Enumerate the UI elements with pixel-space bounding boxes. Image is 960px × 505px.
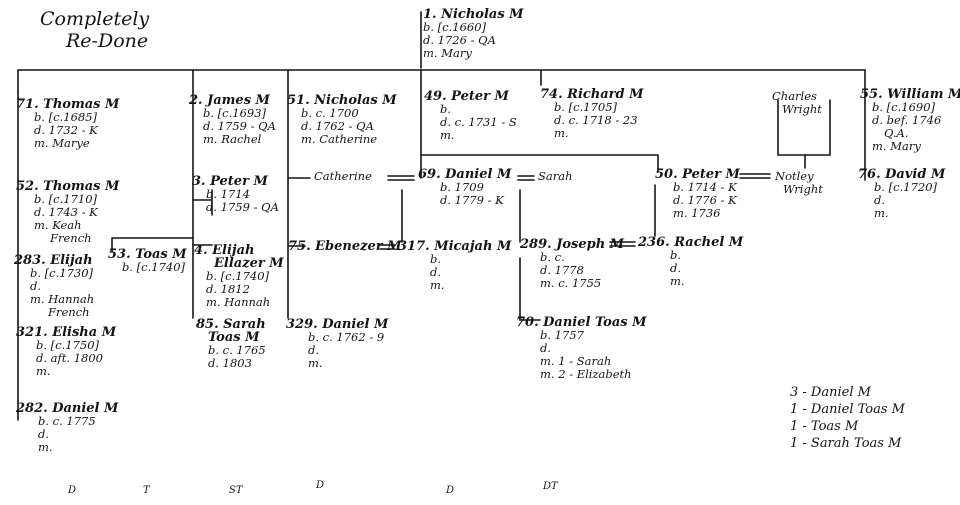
person-james-2: 2. James M b. [c.1693] d. 1759 - QA m. R… <box>189 93 276 146</box>
person-sarah-spouse: Sarah <box>538 169 573 183</box>
marriage-peter50-notley <box>739 173 771 179</box>
person-elijah-4: 4. Elijah Ellazer M b. [c.1740] d. 1812 … <box>194 243 284 309</box>
person-nicholas-1: 1. Nicholas M b. [c.1660] d. 1726 - QA m… <box>423 7 524 60</box>
marriage-joseph-rachel <box>609 241 636 247</box>
person-richard-74: 74. Richard M b. [c.1705] d. c. 1718 - 2… <box>540 87 644 140</box>
marriage-ebenezer-micajah <box>379 244 396 250</box>
person-toas-53: 53. Toas M b. [c.1740] <box>108 247 187 274</box>
marriage-daniel-sarah <box>517 175 535 181</box>
person-sarah-toas-85: 85. Sarah Toas M b. c. 1765 d. 1803 <box>196 317 266 370</box>
person-peter-49: 49. Peter M b. d. c. 1731 - S m. <box>424 89 517 142</box>
legend-item: 3 - Daniel M <box>790 385 871 400</box>
person-notley-wright: Notley Wright <box>775 169 823 196</box>
person-daniel-282: 282. Daniel M b. c. 1775 d. m. <box>16 401 119 454</box>
person-daniel-toas-70: 70. Daniel Toas M b. 1757 d. m. 1 - Sara… <box>516 315 647 381</box>
person-micajah-317: 317. Micajah M b. d. m. <box>398 239 512 292</box>
footer-mark: T <box>143 485 150 496</box>
marriage-catherine-daniel <box>387 175 415 181</box>
person-ebenezer-75: 75. Ebenezer M <box>288 239 402 254</box>
person-william-55: 55. William M b. [c.1690] d. bef. 1746 Q… <box>860 87 960 153</box>
person-thomas-71: 71. Thomas M b. [c.1685] d. 1732 - K m. … <box>16 97 120 150</box>
joseph-line <box>519 257 541 321</box>
legend-item: 1 - Toas M <box>790 419 859 434</box>
person-catherine: Catherine <box>314 169 372 183</box>
charles-line <box>777 99 831 156</box>
person-peter-3: 3. Peter M b. 1714 d. 1759 - QA <box>192 174 279 214</box>
person-elisha-321: 321. Elisha M b. [c.1750] d. aft. 1800 m… <box>16 325 117 378</box>
footer-mark: D <box>316 480 325 491</box>
person-rachel-236: 236. Rachel M b. d. m. <box>638 235 744 288</box>
person-nicholas-51: 51. Nicholas M b. c. 1700 d. 1762 - QA m… <box>287 93 397 146</box>
peter3-branch <box>192 189 213 216</box>
person-david-76: 76. David M b. [c.1720] d. m. <box>858 167 946 220</box>
person-daniel-329: 329. Daniel M b. c. 1762 - 9 d. m. <box>286 317 389 370</box>
footer-mark: ST <box>229 485 243 496</box>
toas-branch <box>111 237 194 253</box>
footer-mark: D <box>446 485 455 496</box>
person-thomas-52: 52. Thomas M b. [c.1710] d. 1743 - K m. … <box>16 179 120 245</box>
legend-item: 1 - Sarah Toas M <box>790 436 902 451</box>
person-daniel-69: 69. Daniel M b. 1709 d. 1779 - K <box>418 167 512 207</box>
footer-mark: DT <box>543 481 558 492</box>
person-charles-wright: Charles Wright <box>772 89 822 116</box>
person-peter-50: 50. Peter M b. 1714 - K d. 1776 - K m. 1… <box>655 167 740 220</box>
peter49-children-bar <box>420 154 659 173</box>
person-joseph-289: 289. Joseph M b. c. d. 1778 m. c. 1755 <box>520 237 625 290</box>
page-title: Completely Re-Done <box>40 8 150 52</box>
person-elijah-283: 283. Elijah b. [c.1730] d. m. Hannah Fre… <box>14 253 95 319</box>
summary-legend: 3 - Daniel M 1 - Daniel Toas M 1 - Toas … <box>790 384 905 452</box>
footer-mark: D <box>68 485 77 496</box>
legend-item: 1 - Daniel Toas M <box>790 402 905 417</box>
